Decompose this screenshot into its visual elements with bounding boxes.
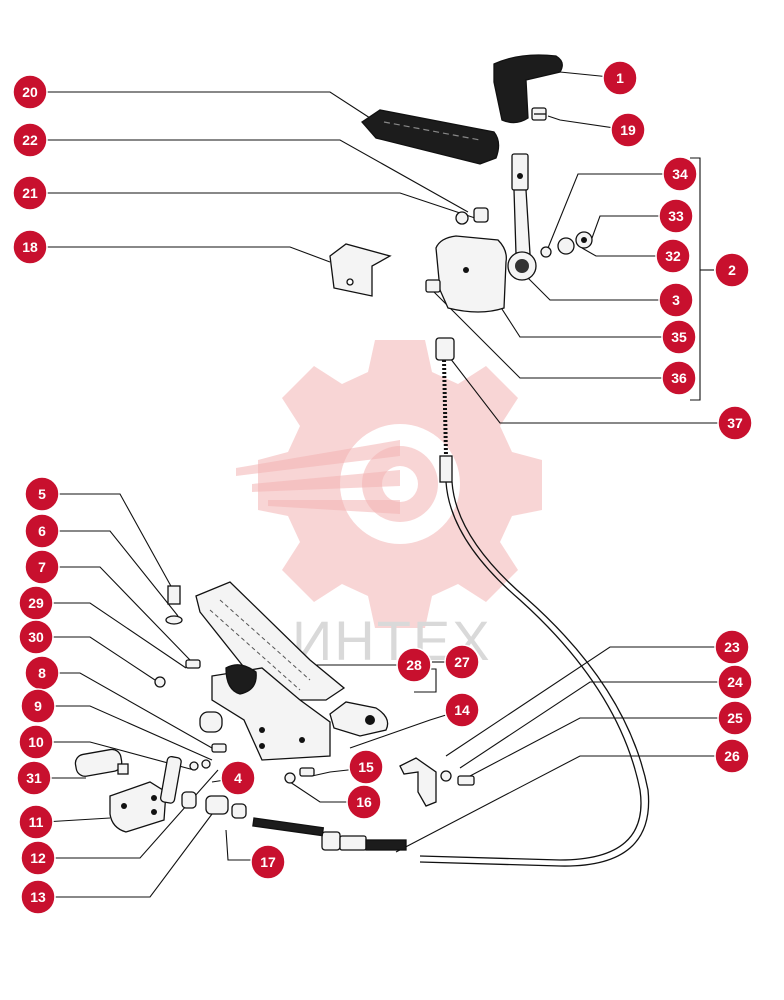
part-bolt-36 <box>425 279 441 293</box>
callout-31: 31 <box>16 760 52 796</box>
svg-text:29: 29 <box>28 595 44 611</box>
svg-text:30: 30 <box>28 629 44 645</box>
svg-text:28: 28 <box>406 657 422 673</box>
callout-5: 5 <box>24 476 60 512</box>
svg-text:31: 31 <box>26 770 42 786</box>
callout-19: 19 <box>610 112 646 148</box>
svg-text:20: 20 <box>22 84 38 100</box>
svg-text:13: 13 <box>30 889 46 905</box>
callout-30: 30 <box>18 619 54 655</box>
callout-11: 11 <box>18 804 54 840</box>
svg-text:36: 36 <box>671 370 687 386</box>
part-bracket-18 <box>329 243 392 297</box>
part-cylinder-31 <box>74 748 129 777</box>
callout-13: 13 <box>20 879 56 915</box>
svg-text:22: 22 <box>22 132 38 148</box>
svg-text:25: 25 <box>727 710 743 726</box>
svg-text:11: 11 <box>29 814 44 830</box>
svg-text:15: 15 <box>358 759 374 775</box>
callout-26: 26 <box>714 738 750 774</box>
svg-text:7: 7 <box>38 559 46 575</box>
callout-20: 20 <box>12 74 48 110</box>
part-spacer-4 <box>181 791 197 809</box>
callout-35: 35 <box>661 319 697 355</box>
callout-29: 29 <box>18 585 54 621</box>
svg-text:10: 10 <box>28 734 44 750</box>
part-cable-end-26 <box>252 817 407 851</box>
callout-1: 1 <box>602 60 638 96</box>
svg-text:21: 21 <box>22 185 38 201</box>
callout-25: 25 <box>717 700 753 736</box>
svg-text:1: 1 <box>616 70 624 86</box>
svg-text:18: 18 <box>22 239 38 255</box>
svg-text:17: 17 <box>260 854 276 870</box>
part-washers-32-34 <box>540 231 593 258</box>
part-link-10 <box>159 755 211 804</box>
svg-text:35: 35 <box>671 329 687 345</box>
svg-text:37: 37 <box>727 415 743 431</box>
svg-text:3: 3 <box>672 292 680 308</box>
callout-34: 34 <box>662 156 698 192</box>
part-screw-19 <box>531 107 547 121</box>
callout-8: 8 <box>24 655 60 691</box>
callout-33: 33 <box>658 198 694 234</box>
part-lever-3 <box>507 153 537 281</box>
callout-10: 10 <box>18 724 54 760</box>
callout-16: 16 <box>346 784 382 820</box>
part-housing-35 <box>435 235 507 313</box>
svg-text:16: 16 <box>356 794 372 810</box>
svg-text:5: 5 <box>38 486 46 502</box>
svg-text:26: 26 <box>724 748 740 764</box>
callout-12: 12 <box>20 840 56 876</box>
callout-28: 28 <box>396 647 432 683</box>
callout-6: 6 <box>24 513 60 549</box>
part-screws-15-16 <box>284 767 315 784</box>
svg-text:24: 24 <box>727 674 743 690</box>
svg-text:23: 23 <box>724 639 740 655</box>
svg-text:32: 32 <box>665 248 681 264</box>
callout-37: 37 <box>717 405 753 441</box>
svg-text:14: 14 <box>454 702 470 718</box>
callout-7: 7 <box>24 549 60 585</box>
watermark-logo: ИНТЕХ <box>236 340 542 672</box>
part-bracket-plate-11 <box>109 781 167 833</box>
svg-text:19: 19 <box>620 122 636 138</box>
svg-text:8: 8 <box>38 665 46 681</box>
svg-text:27: 27 <box>454 654 470 670</box>
svg-text:34: 34 <box>672 166 688 182</box>
svg-text:33: 33 <box>668 208 684 224</box>
callout-23: 23 <box>714 629 750 665</box>
part-handle-knob <box>493 54 563 124</box>
callout-3: 3 <box>658 282 694 318</box>
part-cam-28 <box>329 701 389 737</box>
callout-15: 15 <box>348 749 384 785</box>
callout-4: 4 <box>220 760 256 796</box>
callout-18: 18 <box>12 229 48 265</box>
callout-17: 17 <box>250 844 286 880</box>
part-pedal-assembly <box>195 581 346 761</box>
callout-36: 36 <box>661 360 697 396</box>
svg-text:12: 12 <box>30 850 46 866</box>
part-screws-21-22 <box>455 207 489 225</box>
part-screws-29-30 <box>154 659 201 688</box>
callout-27: 27 <box>444 644 480 680</box>
callout-9: 9 <box>20 688 56 724</box>
part-bushings-13-17 <box>205 795 247 819</box>
part-pedal-cover-plate <box>361 109 500 165</box>
callout-21: 21 <box>12 175 48 211</box>
callout-22: 22 <box>12 122 48 158</box>
callout-24: 24 <box>717 664 753 700</box>
part-cable-bracket-23 <box>399 757 475 807</box>
part-cable-37 <box>419 337 650 867</box>
callout-2: 2 <box>714 252 750 288</box>
svg-text:2: 2 <box>728 262 736 278</box>
callout-32: 32 <box>655 238 691 274</box>
svg-text:6: 6 <box>38 523 46 539</box>
part-screw-8 <box>211 743 227 753</box>
svg-text:4: 4 <box>234 770 242 786</box>
part-bolt-5 <box>165 585 183 625</box>
svg-text:9: 9 <box>34 698 42 714</box>
callout-14: 14 <box>444 692 480 728</box>
